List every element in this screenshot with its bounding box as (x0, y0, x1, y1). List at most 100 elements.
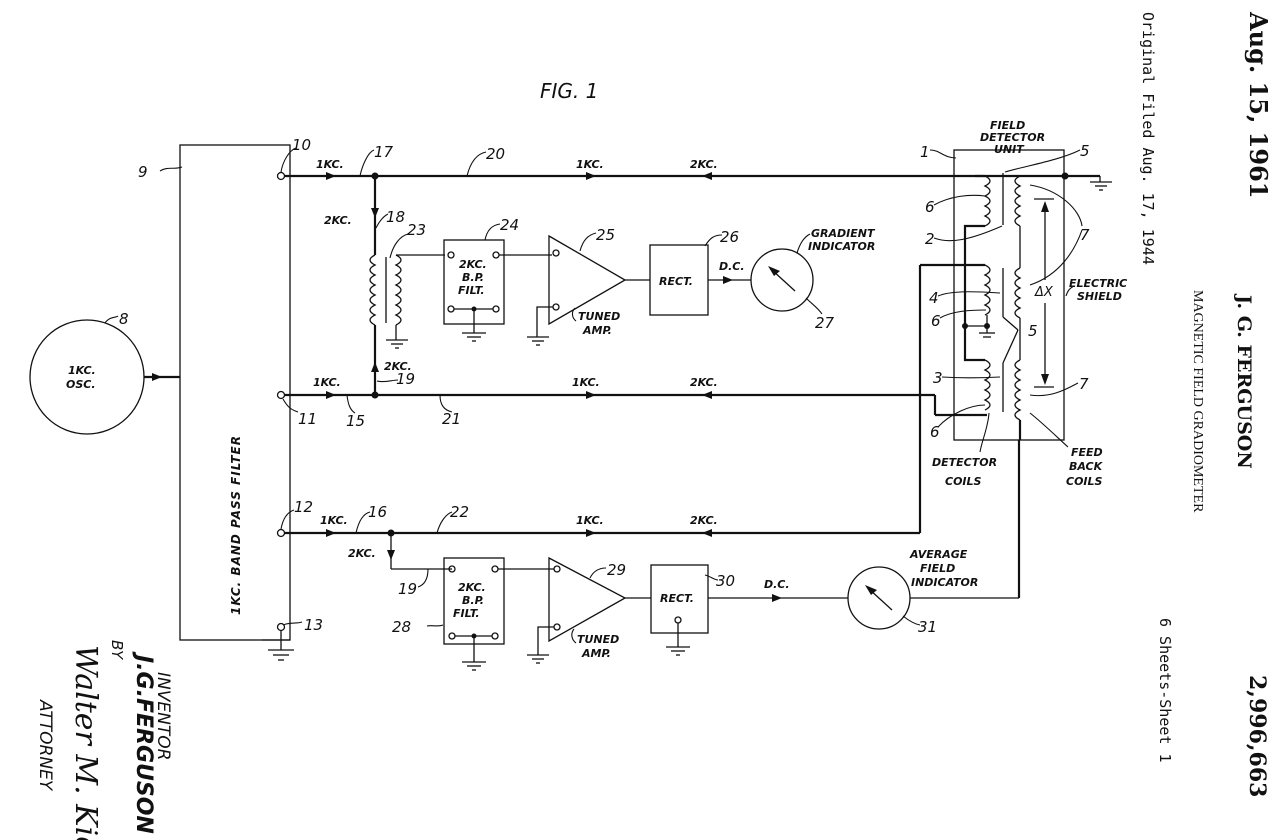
bp-filter-bottom: 2KC. 19 2KC. B.P. FILT. 28 (348, 533, 554, 671)
line18-2kc: 2KC. (384, 360, 412, 373)
ref-8: 8 (119, 310, 129, 328)
ref-12: 12 (294, 498, 313, 516)
ref-2: 2 (925, 230, 935, 248)
line-bottom: 1KC. 1KC. 2KC. 16 22 (284, 263, 985, 537)
gradient-line2: INDICATOR (808, 240, 875, 253)
feedback-line1: FEED (1071, 446, 1103, 459)
rect26-dc: D.C. (719, 260, 745, 273)
ref-22: 22 (450, 503, 469, 521)
feedback-line3: COILS (1066, 475, 1103, 488)
terminals: 10 11 12 13 (262, 136, 323, 661)
avg-line2: FIELD (920, 562, 955, 575)
ref-20: 20 (486, 145, 505, 163)
line-top: 1KC. 1KC. 2KC. 17 20 (284, 143, 1112, 191)
shield-line2: SHIELD (1077, 290, 1122, 303)
fdu-line3: UNIT (994, 143, 1025, 156)
inventor-signature-name: J.G.FERGUSON (131, 651, 156, 834)
ref-13: 13 (304, 616, 323, 634)
ref-19: 19 (398, 580, 417, 598)
bpf24-line2: B.P. (462, 271, 484, 284)
ref-30: 30 (716, 572, 735, 590)
rect26-label: RECT. (659, 275, 693, 288)
sheet-count: 6 Sheets-Sheet 1 (1156, 618, 1174, 763)
ref-7b: 7 (1079, 375, 1089, 393)
bot-2kc: 2KC. (690, 514, 718, 527)
fdu-line1: FIELD (990, 119, 1025, 132)
attorney-signature: Walter M. Kiel (68, 645, 103, 840)
patent-header: Aug. 15, 1961 Original Filed Aug. 17, 19… (1139, 11, 1273, 797)
ref-23: 23 (407, 221, 426, 239)
ref-7a: 7 (1080, 226, 1090, 244)
ref-26: 26 (720, 228, 739, 246)
tuned-amp-bottom: TUNED AMP. 29 (527, 556, 651, 664)
line19-2kc: 2KC. (348, 547, 376, 560)
mid-1kc-b: 1KC. (572, 376, 600, 389)
avg-line3: INDICATOR (911, 576, 978, 589)
bot-1kc-a: 1KC. (320, 514, 348, 527)
line-middle: 1KC. 1KC. 2KC. 15 21 (284, 376, 987, 430)
ref-4: 4 (929, 289, 939, 307)
rect30-label: RECT. (660, 592, 694, 605)
ref-29: 29 (607, 561, 626, 579)
ref-27: 27 (815, 314, 835, 332)
by-label: BY (108, 640, 126, 661)
ref-1: 1 (920, 143, 930, 161)
oscillator-label-1: 1KC. (68, 364, 96, 377)
mid-2kc: 2KC. (690, 376, 718, 389)
ref-24: 24 (500, 216, 519, 234)
oscillator-label-2: OSC. (66, 378, 96, 391)
top-2kc: 2KC. (690, 158, 718, 171)
amp25-label1: TUNED (578, 310, 620, 323)
ref-28: 28 (392, 618, 411, 636)
shield-line1: ELECTRIC (1069, 277, 1127, 290)
patent-title: MAGNETIC FIELD GRADIOMETER (1190, 290, 1205, 513)
ref-5a: 5 (1080, 142, 1090, 160)
ref-16: 16 (368, 503, 387, 521)
ref-6a: 6 (925, 198, 935, 216)
amp29-label2: AMP. (581, 647, 611, 660)
gradient-line1: GRADIENT (811, 227, 876, 240)
line17-2kc: 2KC. (324, 214, 352, 227)
detector-coils-line2: COILS (945, 475, 982, 488)
feedback-line2: BACK (1069, 460, 1104, 473)
bpf28-line1: 2KC. (458, 581, 486, 594)
detector-coils-line1: DETECTOR (932, 456, 997, 469)
rect-top: RECT. 26 D.C. (649, 228, 751, 316)
ref-15: 15 (346, 412, 365, 430)
transformer-23: 2KC. 18 2KC. 19 23 (324, 176, 445, 395)
patent-number: 2,996,663 (1244, 675, 1270, 797)
field-detector-unit: FIELD DETECTOR UNIT 1 (920, 119, 1127, 488)
band-pass-filter: 1KC. BAND PASS FILTER 9 (138, 144, 291, 641)
inventor-label: INVENTOR (153, 672, 173, 760)
oscillator: 1KC. OSC. 8 (29, 310, 180, 435)
figure-title: FIG. 1 (540, 79, 598, 103)
ref-31: 31 (918, 618, 937, 636)
bpf-label: 1KC. BAND PASS FILTER (229, 435, 243, 615)
delta-x: ΔX (1034, 285, 1054, 300)
amp29-label1: TUNED (577, 633, 619, 646)
ref-21: 21 (442, 410, 461, 428)
signature-block: INVENTOR J.G.FERGUSON BY Walter M. Kiel … (35, 640, 173, 840)
gradient-indicator: GRADIENT INDICATOR 27 (750, 227, 876, 332)
bot-1kc-b: 1KC. (576, 514, 604, 527)
bpf28-line3: FILT. (453, 607, 480, 620)
ref-10: 10 (292, 136, 311, 154)
bp-filter-top: 2KC. B.P. FILT. 24 (443, 216, 552, 342)
attorney-label: ATTORNEY (35, 699, 55, 792)
rect-bottom: RECT. 30 D.C. (650, 564, 848, 656)
inventor-name: J. G. FERGUSON (1233, 293, 1255, 469)
ref-5b: 5 (1028, 322, 1038, 340)
ref-17: 18 (386, 208, 405, 226)
rect30-dc: D.C. (764, 578, 790, 591)
ref-6c: 6 (930, 423, 940, 441)
bpf24-line1: 2KC. (459, 258, 487, 271)
fdu-line2: DETECTOR (980, 131, 1045, 144)
bpf28-line2: B.P. (462, 594, 484, 607)
amp25-label2: AMP. (582, 324, 612, 337)
ref-9: 9 (138, 163, 148, 181)
top-1kc-b: 1KC. (576, 158, 604, 171)
ref-25: 25 (596, 226, 615, 244)
ref-18: 19 (396, 370, 415, 388)
ref-3: 3 (933, 369, 943, 387)
